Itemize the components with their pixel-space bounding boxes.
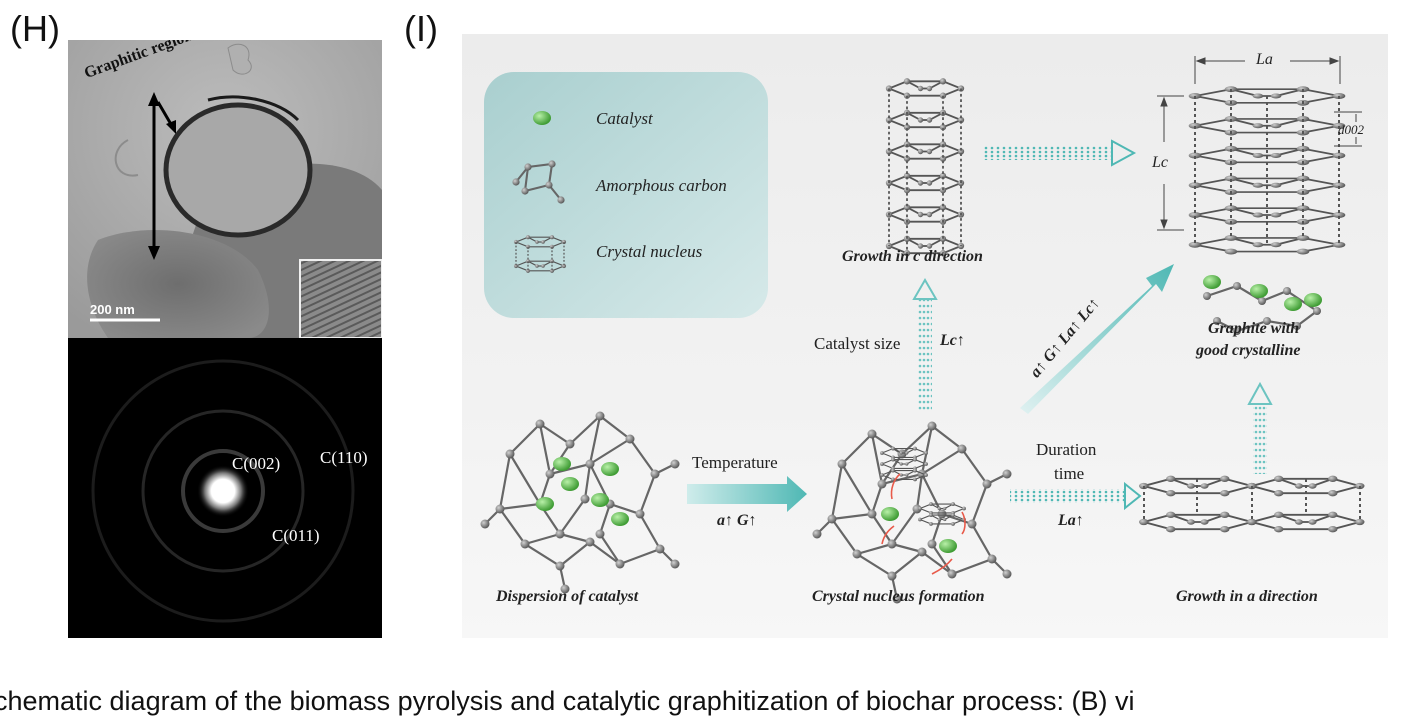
saed-label-011: C(011) bbox=[272, 526, 320, 545]
hrtem-inset bbox=[299, 259, 382, 338]
saed-ring-011 bbox=[141, 409, 305, 573]
saed-label-110: C(110) bbox=[320, 448, 368, 467]
temperature-effect-label: a↑ G↑ bbox=[717, 512, 757, 529]
growth-a-sheets bbox=[1137, 474, 1366, 534]
stage-graphite-label-1: Graphite with bbox=[1208, 320, 1300, 337]
duration-arrow bbox=[1010, 489, 1125, 503]
dim-la-label: La bbox=[1256, 51, 1273, 68]
catalyst-size-label: Catalyst size bbox=[814, 334, 901, 353]
catalyst-size-arrow bbox=[918, 299, 932, 411]
figure-caption: chematic diagram of the biomass pyrolysi… bbox=[0, 686, 1135, 716]
a-to-graphite-arrow bbox=[1253, 404, 1267, 474]
dispersion-network bbox=[479, 410, 681, 595]
legend-catalyst-icon bbox=[533, 111, 551, 125]
tem-micrograph: Graphitic region 200 nm bbox=[68, 40, 382, 338]
saed-central-spot bbox=[197, 465, 249, 517]
stage-growth-a-label: Growth in a direction bbox=[1176, 588, 1318, 605]
stage-nucleation-label: Crystal nucleus formation bbox=[812, 588, 985, 605]
nucleation-network bbox=[811, 420, 1013, 605]
saed-ring-110 bbox=[91, 359, 355, 623]
diagonal-growth-arrow bbox=[1020, 264, 1174, 414]
stage-dispersion-label: Dispersion of catalyst bbox=[496, 588, 639, 605]
stage-growth-c-label: Growth in c direction bbox=[842, 248, 983, 265]
saed-ring-002 bbox=[181, 449, 265, 533]
graphitic-shell bbox=[163, 102, 313, 238]
legend-catalyst-label: Catalyst bbox=[596, 109, 653, 128]
tem-particle bbox=[87, 230, 269, 338]
graphite-block bbox=[1186, 84, 1348, 335]
dim-d002-label: d002 bbox=[1338, 122, 1364, 137]
duration-label-2: time bbox=[1054, 464, 1085, 483]
saed-pattern: C(002) C(110) C(011) bbox=[68, 338, 382, 638]
duration-label-1: Duration bbox=[1036, 440, 1097, 459]
dim-lc-label: Lc bbox=[1152, 154, 1168, 171]
stage-graphite-label-2: good crystalline bbox=[1196, 342, 1301, 359]
legend-amorphous-icon bbox=[512, 160, 565, 204]
legend-nucleus-icon bbox=[513, 234, 567, 274]
temperature-label: Temperature bbox=[692, 453, 778, 472]
scale-bar-label: 200 nm bbox=[90, 302, 135, 317]
legend-amorphous-label: Amorphous carbon bbox=[596, 176, 727, 195]
tem-image bbox=[68, 40, 382, 338]
temperature-arrow bbox=[687, 476, 807, 512]
growth-c-stack bbox=[884, 77, 966, 258]
saed-label-002: C(002) bbox=[232, 454, 281, 473]
c-to-graphite-arrow bbox=[982, 146, 1112, 160]
dimension-markers bbox=[1157, 56, 1362, 231]
panel-label-h: (H) bbox=[10, 8, 60, 49]
la-up-label: La↑ bbox=[1058, 512, 1084, 529]
panel-label-i: (I) bbox=[404, 8, 438, 49]
lc-up-label: Lc↑ bbox=[940, 332, 965, 349]
graphitization-schematic: Catalyst Amorphous carbon Crystal nucleu… bbox=[462, 34, 1388, 638]
legend-nucleus-label: Crystal nucleus bbox=[596, 242, 703, 261]
legend-box bbox=[484, 72, 768, 318]
